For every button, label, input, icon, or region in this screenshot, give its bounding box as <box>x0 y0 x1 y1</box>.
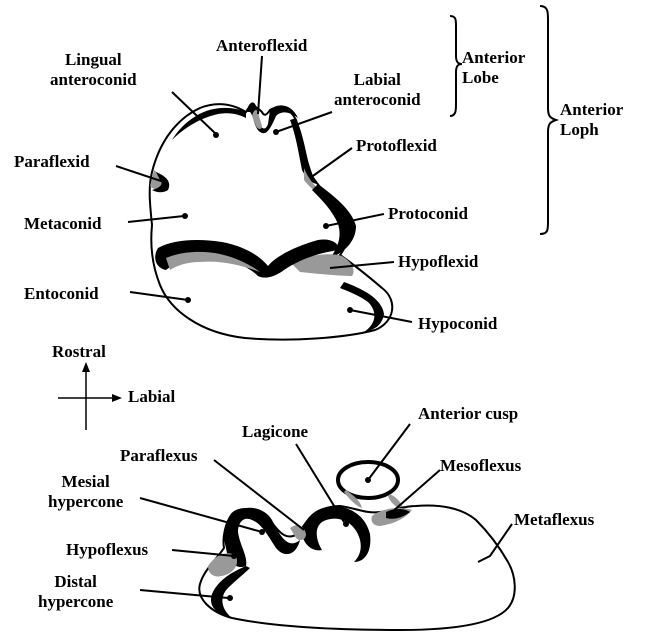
dot-entoconid <box>185 297 191 303</box>
label-anterior-loph: Anterior Loph <box>560 100 623 140</box>
dot-labial-anteroconid <box>273 129 279 135</box>
label-anterior-lobe: Anterior Lobe <box>462 48 525 88</box>
leader-protoflexid <box>310 148 352 178</box>
label-mesoflexus: Mesoflexus <box>440 456 521 476</box>
label-paraflexid: Paraflexid <box>14 152 90 172</box>
dot-protoconid <box>323 223 329 229</box>
label-labial: Labial <box>128 387 175 407</box>
dot-metaconid <box>182 213 188 219</box>
label-protoflexid: Protoflexid <box>356 136 437 156</box>
label-rostral: Rostral <box>52 342 106 362</box>
label-lingual-anteroconid: Lingual anteroconid <box>50 50 137 90</box>
dot-hypoflexus <box>231 553 237 559</box>
dot-mesial-hypercone <box>259 529 265 535</box>
label-mesial-hypercone: Mesial hypercone <box>48 472 123 512</box>
label-metaconid: Metaconid <box>24 214 101 234</box>
label-paraflexus: Paraflexus <box>120 446 197 466</box>
dot-lingual-anteroconid <box>213 132 219 138</box>
dot-hypoconid <box>347 307 353 313</box>
label-labial-anteroconid: Labial anteroconid <box>334 70 421 110</box>
orientation-axes <box>58 362 122 430</box>
label-protoconid: Protoconid <box>388 204 468 224</box>
label-anterior-cusp: Anterior cusp <box>418 404 518 424</box>
rostral-arrowhead <box>82 362 90 372</box>
label-metaflexus: Metaflexus <box>514 510 594 530</box>
leader-anteroflexid <box>258 56 262 114</box>
label-entoconid: Entoconid <box>24 284 99 304</box>
anterior-loph-brace <box>540 6 556 234</box>
dot-lagicone <box>343 521 349 527</box>
anterior-lobe-brace <box>450 16 462 116</box>
label-hypoflexus: Hypoflexus <box>66 540 148 560</box>
label-hypoconid: Hypoconid <box>418 314 497 334</box>
dot-distal-hypercone <box>227 595 233 601</box>
label-distal-hypercone: Distal hypercone <box>38 572 113 612</box>
labial-arrowhead <box>112 394 122 402</box>
label-anteroflexid: Anteroflexid <box>216 36 307 56</box>
label-lagicone: Lagicone <box>242 422 308 442</box>
dot-anterior-cusp <box>365 477 371 483</box>
label-hypoflexid: Hypoflexid <box>398 252 478 272</box>
